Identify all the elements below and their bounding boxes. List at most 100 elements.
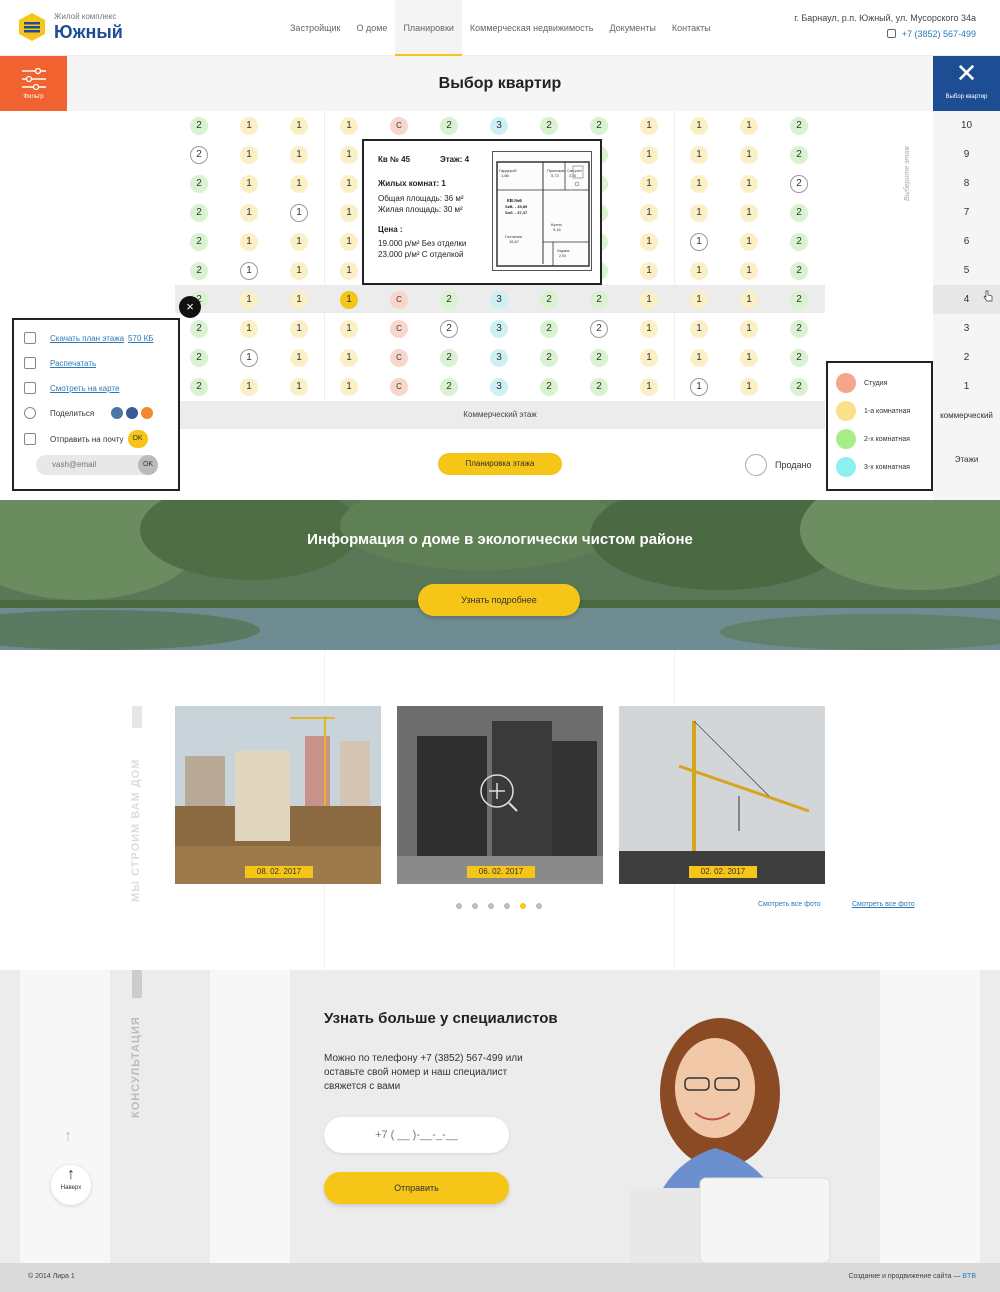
- learn-more-button[interactable]: Узнать подробнее: [418, 584, 580, 616]
- apartment-cell[interactable]: 1: [690, 378, 708, 396]
- apartment-cell[interactable]: 1: [290, 320, 308, 338]
- apartment-cell[interactable]: 3: [490, 117, 508, 135]
- apartment-cell[interactable]: 3: [490, 320, 508, 338]
- apartment-cell[interactable]: 1: [740, 320, 758, 338]
- apartment-cell[interactable]: 1: [240, 320, 258, 338]
- apartment-cell[interactable]: С: [390, 291, 408, 309]
- email-input[interactable]: [36, 455, 158, 475]
- apartment-cell[interactable]: С: [390, 378, 408, 396]
- legend-1-room[interactable]: 1-а комнатная: [836, 401, 910, 421]
- apartment-cell[interactable]: 1: [290, 349, 308, 367]
- apartment-cell[interactable]: 1: [740, 233, 758, 251]
- apartment-cell[interactable]: 1: [740, 204, 758, 222]
- apartment-cell[interactable]: 2: [540, 291, 558, 309]
- email-toggle-ok-button[interactable]: OK: [127, 430, 148, 448]
- email-submit-button[interactable]: OK: [138, 455, 158, 475]
- odnoklassniki-icon[interactable]: [141, 407, 154, 419]
- nav-developer[interactable]: Застройщик: [290, 23, 341, 33]
- nav-documents[interactable]: Документы: [609, 23, 656, 33]
- apartment-cell[interactable]: 1: [690, 204, 708, 222]
- apartment-cell[interactable]: 1: [740, 146, 758, 164]
- apartment-cell[interactable]: 1: [240, 204, 258, 222]
- apartment-cell[interactable]: 1: [290, 233, 308, 251]
- apartment-cell[interactable]: 2: [540, 378, 558, 396]
- construction-photo-3[interactable]: 02. 02. 2017: [619, 706, 825, 884]
- apartment-cell[interactable]: 1: [240, 175, 258, 193]
- apartment-cell[interactable]: 1: [340, 291, 358, 309]
- apartment-cell[interactable]: 1: [740, 378, 758, 396]
- apartment-cell[interactable]: 2: [190, 175, 208, 193]
- facebook-icon[interactable]: [126, 407, 139, 419]
- print-link[interactable]: Распечатать: [24, 357, 96, 369]
- apartment-cell[interactable]: 1: [240, 291, 258, 309]
- apartment-cell[interactable]: 1: [640, 262, 658, 280]
- apartment-cell[interactable]: 1: [240, 378, 258, 396]
- floor-commercial[interactable]: коммерческий: [940, 411, 993, 420]
- apartment-cell[interactable]: 2: [440, 378, 458, 396]
- floor-8[interactable]: 8: [963, 178, 970, 189]
- floor-9[interactable]: 9: [963, 149, 970, 160]
- apartment-cell[interactable]: 1: [640, 117, 658, 135]
- apartment-cell[interactable]: 2: [790, 233, 808, 251]
- apartment-cell[interactable]: 2: [440, 320, 458, 338]
- apartment-cell[interactable]: 1: [640, 378, 658, 396]
- apartment-cell[interactable]: 1: [290, 117, 308, 135]
- phone-input[interactable]: [324, 1117, 509, 1153]
- pagination-dot[interactable]: [536, 903, 542, 909]
- pagination-dot[interactable]: [504, 903, 510, 909]
- see-all-photos-link[interactable]: Смотреть все фото: [758, 901, 821, 908]
- back-to-top-button[interactable]: ↑ Наверх: [51, 1165, 91, 1205]
- apartment-cell[interactable]: 1: [690, 291, 708, 309]
- apartment-cell[interactable]: 1: [340, 117, 358, 135]
- apartment-cell[interactable]: 1: [640, 233, 658, 251]
- filter-button[interactable]: Фильтр: [0, 56, 67, 111]
- apartment-cell[interactable]: 1: [740, 349, 758, 367]
- apartment-cell[interactable]: 1: [340, 146, 358, 164]
- apartment-cell[interactable]: С: [390, 349, 408, 367]
- close-share-popup-button[interactable]: ×: [179, 296, 201, 318]
- apartment-cell[interactable]: 2: [790, 262, 808, 280]
- close-selection-button[interactable]: ✕ Выбор квартир: [933, 56, 1000, 111]
- apartment-cell[interactable]: 1: [290, 291, 308, 309]
- apartment-cell[interactable]: 2: [540, 117, 558, 135]
- legend-3-room[interactable]: 3-х комнатная: [836, 457, 910, 477]
- apartment-cell[interactable]: 1: [290, 204, 308, 222]
- apartment-cell[interactable]: 1: [340, 233, 358, 251]
- apartment-cell[interactable]: 2: [190, 204, 208, 222]
- apartment-cell[interactable]: 2: [790, 378, 808, 396]
- construction-photo-1[interactable]: 08. 02. 2017: [175, 706, 381, 884]
- developer-link[interactable]: BTB: [962, 1273, 976, 1280]
- apartment-cell[interactable]: 1: [290, 175, 308, 193]
- floor-7[interactable]: 7: [963, 207, 970, 218]
- apartment-cell[interactable]: 1: [240, 117, 258, 135]
- apartment-cell[interactable]: 1: [340, 175, 358, 193]
- apartment-cell[interactable]: 2: [190, 233, 208, 251]
- apartment-cell[interactable]: 2: [190, 262, 208, 280]
- download-plan-link[interactable]: Скачать план этажа 570 КБ: [24, 332, 154, 344]
- apartment-cell[interactable]: 1: [740, 262, 758, 280]
- map-link[interactable]: Смотреть на карте: [24, 382, 119, 394]
- legend-2-room[interactable]: 2-х комнатная: [836, 429, 910, 449]
- pagination-dot[interactable]: [456, 903, 462, 909]
- apartment-cell[interactable]: 2: [790, 291, 808, 309]
- apartment-cell[interactable]: 1: [740, 117, 758, 135]
- apartment-cell[interactable]: 2: [540, 349, 558, 367]
- nav-about[interactable]: О доме: [356, 23, 388, 33]
- apartment-cell[interactable]: 3: [490, 378, 508, 396]
- floor-plan-button[interactable]: Планировка этажа: [438, 453, 562, 475]
- vk-icon[interactable]: [111, 407, 124, 419]
- apartment-cell[interactable]: 2: [440, 349, 458, 367]
- apartment-cell[interactable]: 1: [690, 117, 708, 135]
- apartment-cell[interactable]: 1: [240, 233, 258, 251]
- header-phone[interactable]: +7 (3852) 567-499: [901, 29, 976, 39]
- apartment-cell[interactable]: 1: [240, 262, 258, 280]
- pagination-dot[interactable]: [472, 903, 478, 909]
- pagination-dot[interactable]: [488, 903, 494, 909]
- nav-commercial[interactable]: Коммерческая недвижимость: [469, 23, 594, 33]
- apartment-cell[interactable]: 1: [340, 378, 358, 396]
- apartment-cell[interactable]: 1: [240, 146, 258, 164]
- apartment-cell[interactable]: 1: [640, 291, 658, 309]
- floor-6[interactable]: 6: [963, 236, 970, 247]
- apartment-cell[interactable]: 1: [340, 320, 358, 338]
- pagination-dot-active[interactable]: [520, 903, 526, 909]
